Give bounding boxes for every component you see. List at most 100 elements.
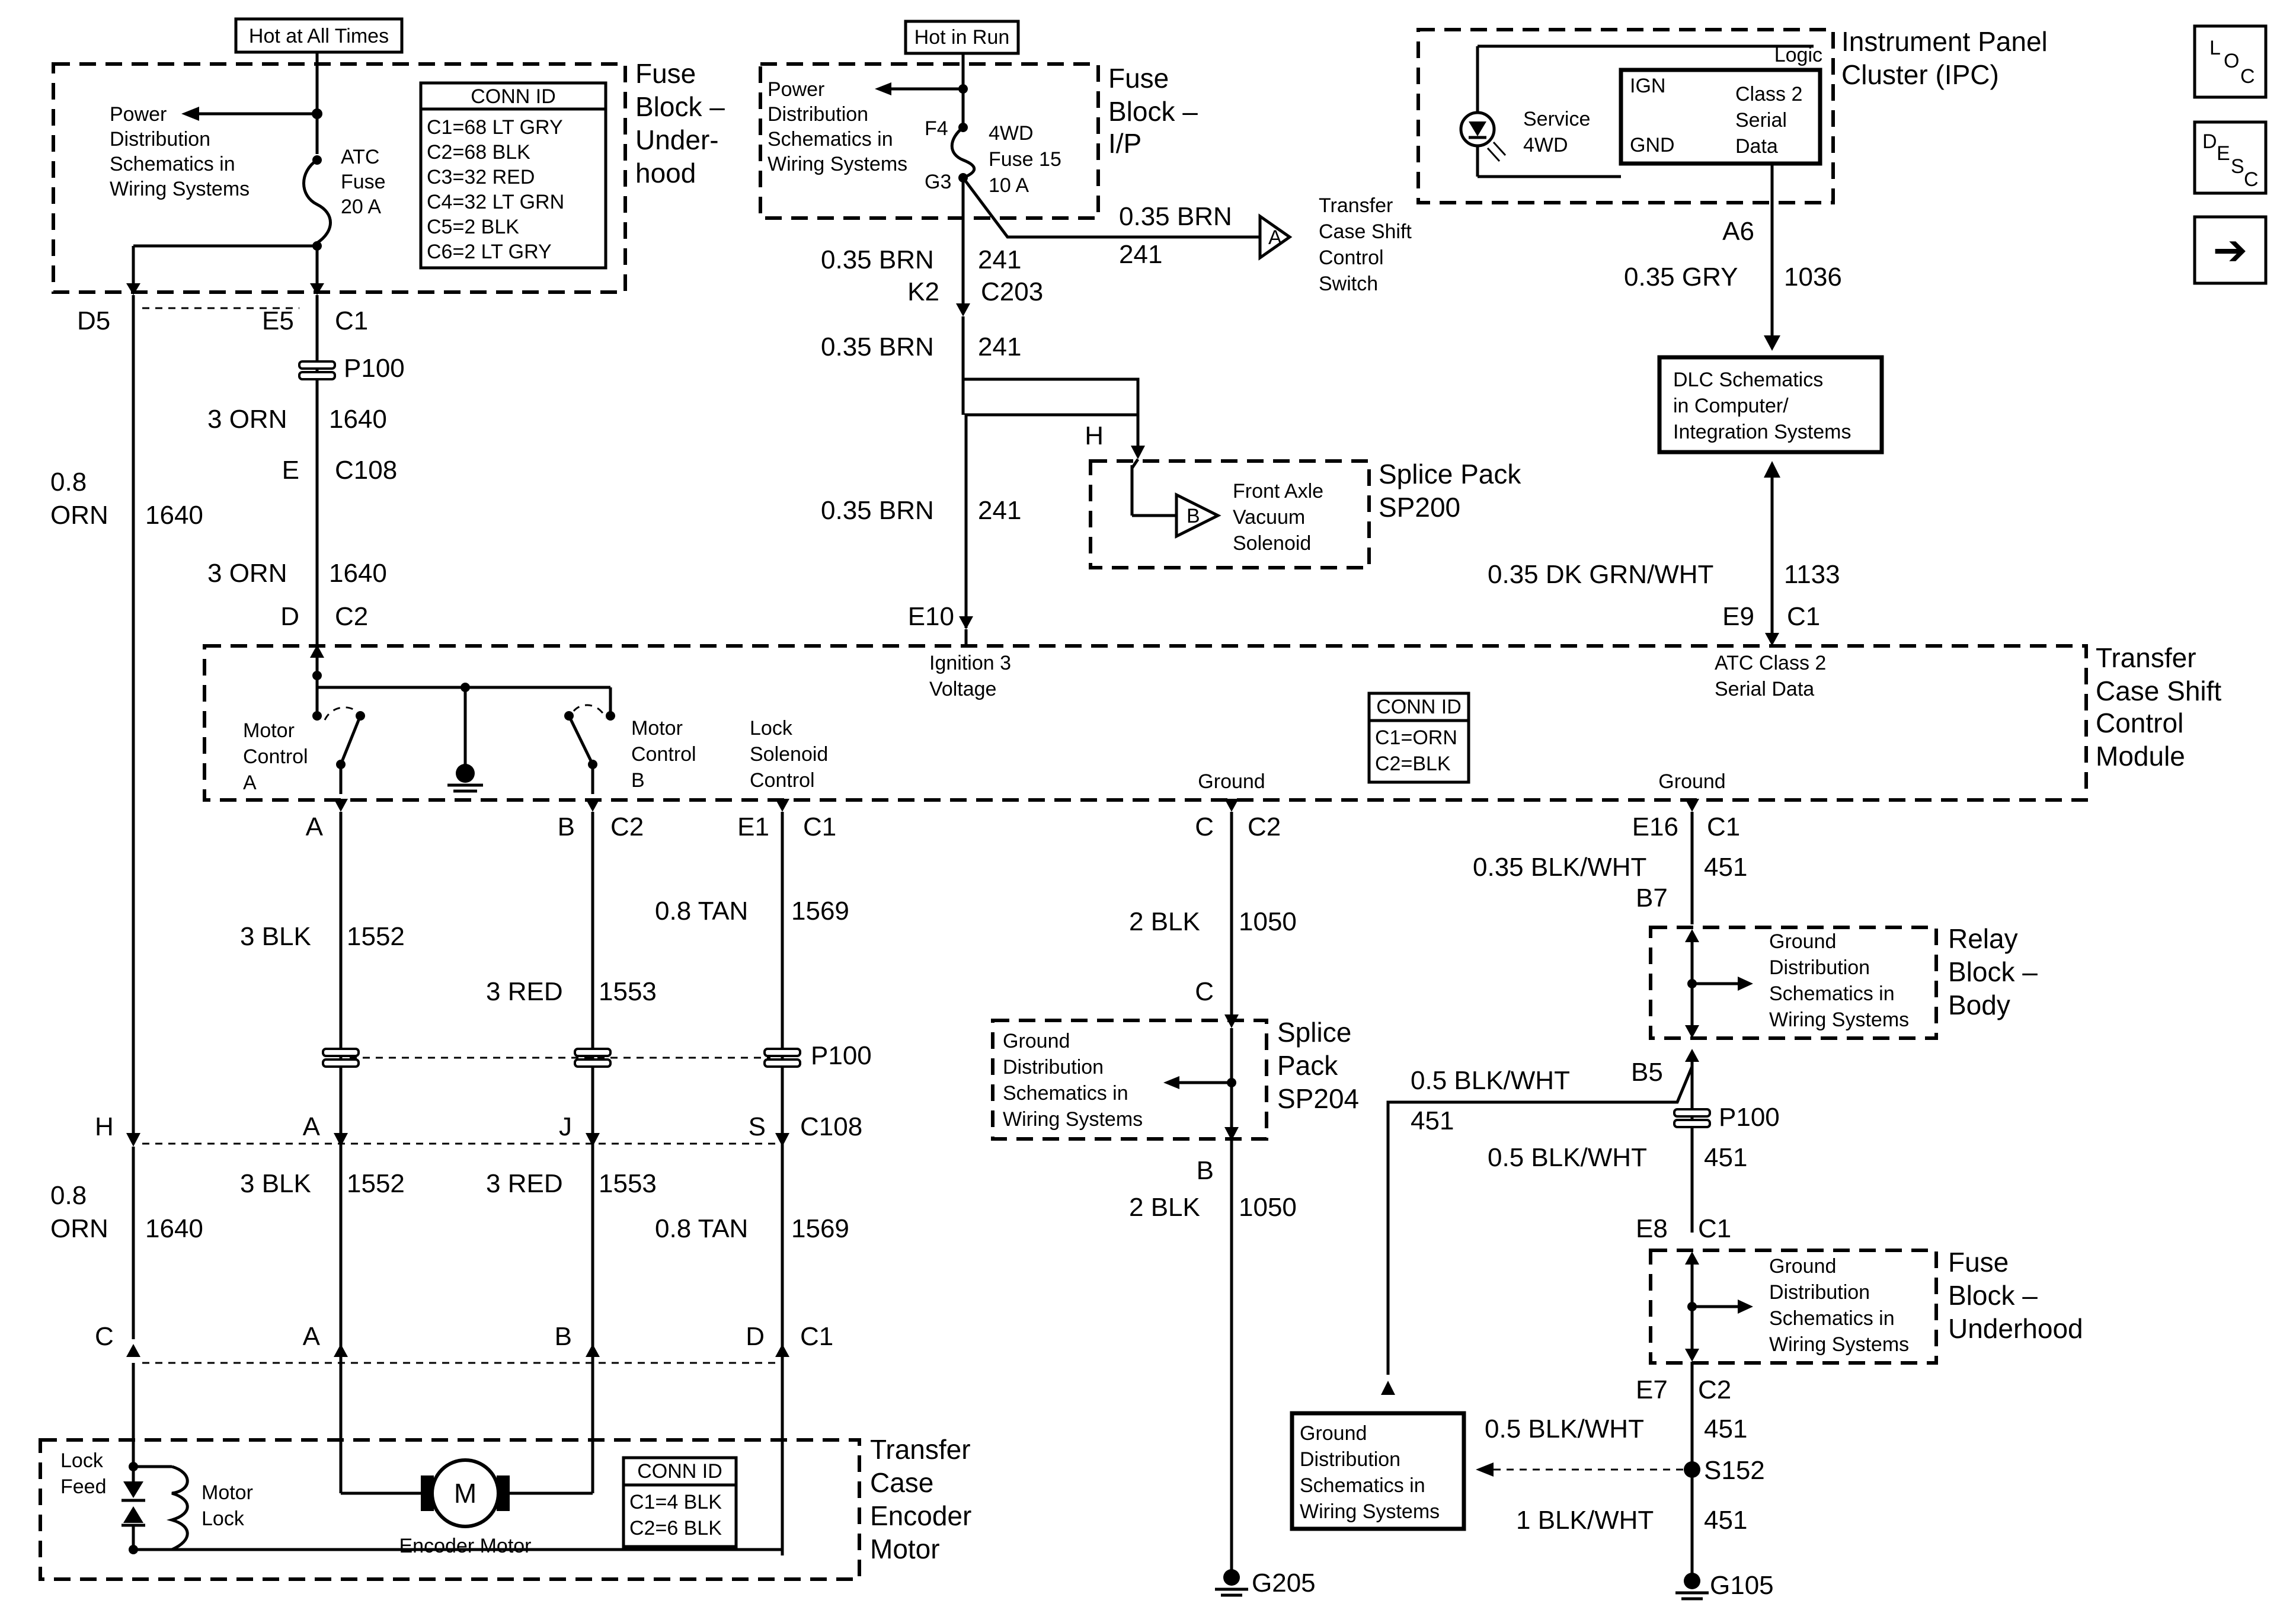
- svg-text:451: 451: [1704, 1143, 1747, 1172]
- svg-text:GND: GND: [1630, 134, 1675, 156]
- svg-text:Data: Data: [1735, 135, 1778, 158]
- hot-at-all-times-label: Hot at All Times: [234, 17, 404, 54]
- svg-text:Control: Control: [631, 743, 696, 766]
- svg-text:P100: P100: [344, 354, 405, 383]
- svg-text:C108: C108: [335, 456, 397, 485]
- ground-g105-icon: [1675, 1573, 1709, 1601]
- svg-text:G105: G105: [1710, 1571, 1774, 1600]
- svg-text:B: B: [631, 769, 645, 792]
- svg-text:1133: 1133: [1784, 560, 1840, 589]
- svg-text:Motor: Motor: [202, 1481, 253, 1504]
- svg-text:0.35 BLK/WHT: 0.35 BLK/WHT: [1473, 853, 1646, 882]
- svg-text:Ground: Ground: [1198, 770, 1265, 793]
- svg-text:2 BLK: 2 BLK: [1129, 1193, 1200, 1222]
- svg-text:1 BLK/WHT: 1 BLK/WHT: [1516, 1506, 1654, 1535]
- svg-text:0.5 BLK/WHT: 0.5 BLK/WHT: [1411, 1066, 1570, 1095]
- svg-text:Control: Control: [243, 745, 308, 768]
- svg-text:E16: E16: [1632, 812, 1678, 841]
- svg-text:O: O: [2224, 50, 2239, 72]
- svg-text:C1=ORN: C1=ORN: [1375, 726, 1457, 749]
- svg-text:0.35 BRN: 0.35 BRN: [1119, 202, 1232, 231]
- svg-text:G3: G3: [925, 171, 951, 193]
- svg-text:0.5 BLK/WHT: 0.5 BLK/WHT: [1485, 1414, 1644, 1443]
- ground-distribution-box: Ground Distribution Schematics in Wiring…: [1290, 1411, 1466, 1531]
- svg-text:Block –: Block –: [635, 91, 725, 122]
- svg-text:Ground: Ground: [1658, 770, 1725, 793]
- svg-text:Control: Control: [1319, 247, 1384, 269]
- loc-icon[interactable]: L O C: [2193, 24, 2268, 99]
- svg-text:Motor: Motor: [870, 1534, 940, 1564]
- svg-text:Motor: Motor: [243, 719, 295, 742]
- svg-text:10 A: 10 A: [989, 174, 1029, 197]
- svg-text:C2: C2: [610, 812, 644, 841]
- svg-text:C2=BLK: C2=BLK: [1375, 753, 1451, 775]
- svg-text:1036: 1036: [1784, 263, 1842, 292]
- svg-text:E1: E1: [737, 812, 769, 841]
- svg-text:Distribution: Distribution: [110, 128, 210, 151]
- next-page-arrow-icon[interactable]: ➔: [2193, 215, 2268, 285]
- svg-text:1640: 1640: [329, 405, 387, 434]
- svg-text:Lock: Lock: [60, 1449, 104, 1472]
- svg-text:C4=32 LT GRN: C4=32 LT GRN: [427, 191, 564, 213]
- svg-text:C1=68 LT GRY: C1=68 LT GRY: [427, 116, 563, 139]
- svg-text:0.8: 0.8: [50, 468, 87, 497]
- fuse-block-underhood: Fuse Block – Under- hood Power Distribut…: [52, 52, 725, 295]
- svg-text:Wiring Systems: Wiring Systems: [110, 178, 250, 200]
- svg-text:in Computer/: in Computer/: [1673, 395, 1789, 417]
- svg-text:Transfer: Transfer: [870, 1434, 971, 1465]
- svg-text:H: H: [1085, 421, 1104, 450]
- svg-text:451: 451: [1704, 1506, 1747, 1535]
- svg-text:A6: A6: [1722, 217, 1754, 246]
- hot-in-run-label: Hot in Run: [904, 20, 1020, 55]
- svg-text:Solenoid: Solenoid: [1233, 532, 1311, 555]
- encoder-motor-icon: M: [421, 1458, 510, 1528]
- svg-text:Schematics in: Schematics in: [1769, 1307, 1895, 1330]
- svg-text:Power: Power: [768, 78, 824, 101]
- svg-text:Lock: Lock: [202, 1507, 245, 1530]
- svg-text:Lock: Lock: [750, 717, 793, 740]
- svg-text:Distribution: Distribution: [1300, 1448, 1400, 1471]
- svg-text:3 BLK: 3 BLK: [240, 922, 311, 951]
- fuse-block-underhood-ground: Fuse Block – Underhood Ground Distributi…: [1649, 1247, 2083, 1365]
- svg-text:D: D: [2202, 130, 2217, 153]
- svg-text:ORN: ORN: [50, 1214, 108, 1243]
- svg-text:B: B: [558, 812, 575, 841]
- svg-text:3 ORN: 3 ORN: [207, 405, 287, 434]
- conn-id-table-module: CONN ID C1=ORN C2=BLK: [1367, 692, 1470, 784]
- svg-text:F4: F4: [925, 117, 948, 140]
- svg-text:0.35 BRN: 0.35 BRN: [821, 332, 934, 361]
- svg-text:ATC Class 2: ATC Class 2: [1715, 652, 1826, 674]
- svg-text:Schematics in: Schematics in: [1300, 1474, 1425, 1497]
- svg-text:0.8 TAN: 0.8 TAN: [655, 897, 748, 926]
- svg-text:Under-: Under-: [635, 124, 719, 155]
- splice-pack-sp204: Splice Pack SP204 Ground Distribution Sc…: [991, 1017, 1359, 1141]
- svg-text:➔: ➔: [2213, 227, 2248, 273]
- p100-connector-right: [1673, 1108, 1711, 1128]
- svg-text:A: A: [1268, 226, 1282, 249]
- svg-text:Fuse: Fuse: [1108, 63, 1169, 94]
- svg-text:C5=2 BLK: C5=2 BLK: [427, 216, 519, 238]
- svg-text:1050: 1050: [1239, 907, 1297, 936]
- svg-text:Feed: Feed: [60, 1475, 107, 1498]
- svg-text:Serial Data: Serial Data: [1715, 678, 1814, 700]
- svg-text:D5: D5: [77, 306, 110, 335]
- svg-text:C3=32 RED: C3=32 RED: [427, 166, 535, 188]
- svg-text:1569: 1569: [791, 897, 849, 926]
- svg-text:Case: Case: [870, 1467, 933, 1498]
- svg-text:Vacuum: Vacuum: [1233, 506, 1305, 529]
- svg-text:SP200: SP200: [1379, 492, 1460, 523]
- svg-text:Hot in Run: Hot in Run: [914, 26, 1010, 49]
- svg-text:B7: B7: [1636, 884, 1668, 913]
- svg-text:C1: C1: [1787, 602, 1820, 631]
- svg-text:B: B: [1187, 505, 1200, 527]
- svg-text:Motor: Motor: [631, 717, 683, 740]
- service-4wd-lamp-icon: [1459, 111, 1507, 162]
- conn-id-table-encoder: CONN ID C1=4 BLK C2=6 BLK: [622, 1456, 738, 1548]
- desc-icon[interactable]: D E S C: [2193, 120, 2268, 195]
- svg-text:0.5 BLK/WHT: 0.5 BLK/WHT: [1488, 1143, 1647, 1172]
- svg-text:E9: E9: [1722, 602, 1754, 631]
- svg-text:Ground: Ground: [1300, 1422, 1367, 1445]
- svg-text:C: C: [95, 1322, 114, 1351]
- svg-text:Wiring Systems: Wiring Systems: [1003, 1108, 1143, 1131]
- transfer-case-shift-control-module: Transfer Case Shift Control Module Ignit…: [203, 642, 2221, 802]
